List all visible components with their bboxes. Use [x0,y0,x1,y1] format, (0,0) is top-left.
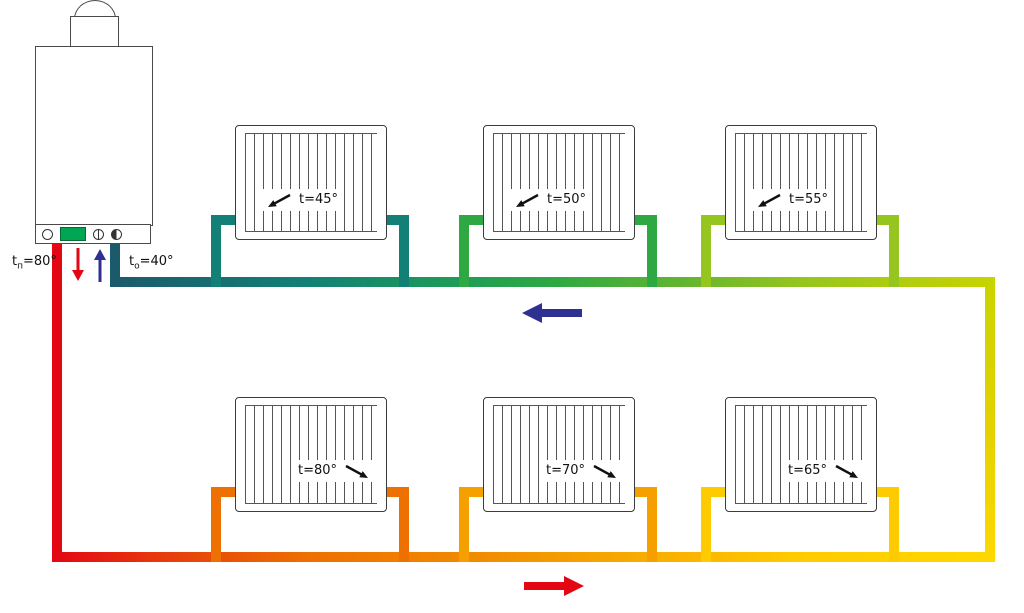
pipe-loop-bottom-3-left [701,487,711,562]
radiator-temp-label: t=70° [546,463,586,478]
radiator-fins [493,133,625,232]
pipe-loop-top-2-right [647,215,657,287]
boiler-return-temp-label: tо=40° [129,254,174,272]
boiler-display-icon [60,227,86,241]
boiler-body [35,46,153,226]
radiator-bottom-2: t=70° [483,397,635,512]
pipe-loop-top-3-right [889,215,899,287]
return-temp-value: =40° [139,254,174,269]
radiator-top-2: t=50° [483,125,635,240]
boiler-flue [70,16,119,49]
radiator-fins [735,133,867,232]
supply-temp-base: t [12,254,18,269]
pipe-supply-riser [52,244,62,562]
pipe-loop-bottom-3-stub-left [701,487,735,497]
supply-flow-right-arrow-icon [524,576,584,596]
radiator-temp-label: t=55° [789,192,829,207]
boiler-control-panel [35,224,151,244]
pipe-loop-top-1-stub-left [211,215,245,225]
pipe-loop-top-2-stub-right [623,215,657,225]
radiator-fins [735,405,867,504]
pipe-loop-top-1-left [211,215,221,287]
return-temp-sub: о [134,261,140,272]
radiator-temp-label: t=45° [299,192,339,207]
pipe-loop-bottom-2-right [647,487,657,562]
boiler-supply-temp-label: tп=80° [12,254,57,272]
radiator-top-1: t=45° [235,125,387,240]
pipe-loop-bottom-1-left [211,487,221,562]
radiator-fins [493,405,625,504]
boiler-return-up-arrow-icon [94,249,106,282]
pipe-loop-bottom-2-stub-right [623,487,657,497]
radiator-temp-label: t=80° [298,463,338,478]
pipe-loop-bottom-1-stub-right [375,487,409,497]
boiler-supply-down-arrow-icon [72,248,84,281]
pipe-loop-bottom-3-stub-right [865,487,899,497]
radiator-fins [245,405,377,504]
pipe-loop-top-2-left [459,215,469,287]
pipe-loop-bottom-3-right [889,487,899,562]
pipe-right-riser [985,277,995,562]
pipe-loop-bottom-1-right [399,487,409,562]
boiler-knob-icon [42,228,53,240]
radiator-bottom-3: t=65° [725,397,877,512]
pipe-loop-top-1-stub-right [375,215,409,225]
radiator-temp-label: t=65° [788,463,828,478]
heat-flow-arrow-icon [835,464,859,478]
supply-temp-sub: п [17,261,23,272]
pipe-return-main [110,277,995,287]
pipe-loop-bottom-2-stub-left [459,487,493,497]
pipe-loop-bottom-2-left [459,487,469,562]
heat-flow-arrow-icon [345,464,369,478]
boiler-valve-knob-icon [93,228,104,240]
boiler-mode-knob-icon [111,228,122,240]
pipe-boiler-return-stub [110,244,120,287]
return-temp-base: t [129,254,135,269]
pipe-loop-top-1-right [399,215,409,287]
heat-flow-arrow-icon [516,193,539,207]
heat-flow-arrow-icon [758,193,781,207]
heat-flow-arrow-icon [593,464,617,478]
pipe-loop-top-3-stub-right [865,215,899,225]
pipe-loop-top-3-stub-left [701,215,735,225]
radiator-fins [245,133,377,232]
return-flow-left-arrow-icon [522,303,582,323]
heat-flow-arrow-icon [268,193,291,207]
radiator-temp-label: t=50° [547,192,587,207]
pipe-loop-top-3-left [701,215,711,287]
pipe-loop-top-2-stub-left [459,215,493,225]
pipe-loop-bottom-1-stub-left [211,487,245,497]
pipe-supply-main [52,552,995,562]
radiator-top-3: t=55° [725,125,877,240]
supply-temp-value: =80° [23,254,57,269]
radiator-bottom-1: t=80° [235,397,387,512]
